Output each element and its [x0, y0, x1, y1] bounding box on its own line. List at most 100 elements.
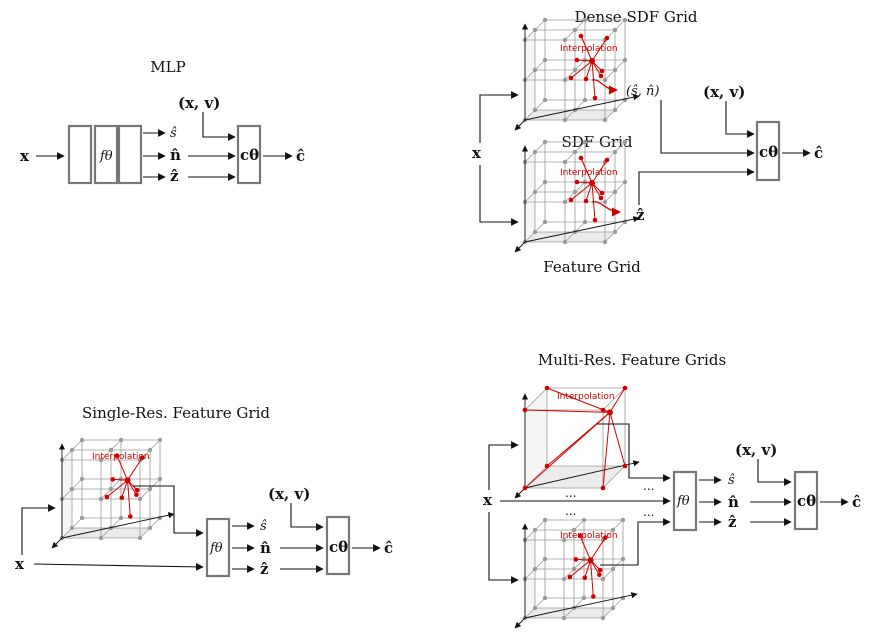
- multi-f-theta: fθ: [676, 494, 690, 509]
- axis-line: [514, 241, 526, 253]
- interpolation-edge: [570, 60, 593, 79]
- grid-vertex: [532, 27, 538, 33]
- dense-arrow-z-to-c: [638, 168, 755, 205]
- grid-vertex: [532, 189, 538, 195]
- grid-vertex: [562, 77, 568, 83]
- multi-xv: (x, v): [735, 441, 777, 459]
- mlp-arrow-xv: [202, 112, 236, 141]
- interpolation-node: [140, 455, 145, 461]
- interpolation-node: [522, 407, 528, 413]
- grid-vertex: [532, 149, 538, 155]
- mlp-xv: (x, v): [178, 94, 220, 112]
- axis-line: [514, 617, 526, 629]
- panel-dense-sdf: Dense SDF Grid Interpolation (ŝ, n̂) SDF…: [472, 8, 823, 276]
- grid-vertex: [69, 447, 75, 453]
- interpolation-node: [578, 155, 584, 161]
- grid-vertex: [600, 576, 606, 582]
- interpolation-node: [599, 68, 605, 74]
- interpolation-node: [583, 198, 589, 204]
- interpolation-node: [598, 73, 604, 79]
- grid-vertex: [157, 476, 163, 482]
- interpolation-node: [591, 594, 596, 599]
- grid-vertex: [622, 139, 628, 145]
- interpolation-node: [544, 385, 550, 391]
- multi-color-net: [793, 470, 819, 531]
- grid-vertex: [69, 525, 75, 531]
- grid-vertex: [532, 527, 538, 533]
- axis-line: [524, 216, 640, 243]
- grid-vertex: [582, 219, 588, 225]
- multi-coarse-interpolation-label: Interpolation: [557, 392, 615, 402]
- grid-vertex: [571, 527, 577, 533]
- grid-vertex: [572, 189, 578, 195]
- mlp-c-theta: cθ: [240, 146, 259, 164]
- grid-vertex: [612, 67, 618, 73]
- grid-vertex: [79, 437, 85, 443]
- interpolation-edge: [579, 535, 592, 561]
- dense-input-x: x: [472, 144, 482, 162]
- interpolation-edge: [584, 560, 592, 578]
- interpolation-edge: [524, 409, 610, 413]
- single-arrow-xv: [290, 503, 324, 531]
- interpolation-edge: [106, 479, 128, 498]
- grid-vertex: [147, 447, 153, 453]
- interpolation-edge: [570, 182, 593, 201]
- single-interpolation-label: Interpolation: [92, 452, 150, 462]
- query-point: [124, 477, 131, 484]
- grid-vertex: [561, 615, 567, 621]
- grid-vertex: [147, 525, 153, 531]
- grid-vertex: [610, 566, 616, 572]
- interpolation-edge: [609, 387, 626, 413]
- grid-vertex: [581, 517, 587, 523]
- interpolation-node: [119, 495, 125, 501]
- interpolation-node: [598, 195, 604, 201]
- multi-s-hat: ŝ: [728, 473, 735, 488]
- multi-ellipsis-1: ...: [565, 486, 576, 500]
- grid-vertex: [600, 615, 606, 621]
- grid-vertex: [612, 189, 618, 195]
- grid-vertex: [562, 199, 568, 205]
- query-point: [587, 557, 594, 564]
- single-arrow-feature: [133, 485, 204, 537]
- dense-sdf-grid-cube: [514, 17, 640, 131]
- grid-vertex: [561, 537, 567, 543]
- axis-line: [61, 512, 175, 539]
- grid-vertex: [118, 515, 124, 521]
- dense-z-hat: ẑ: [636, 206, 645, 224]
- interpolation-node: [600, 407, 606, 413]
- interpolation-edge: [116, 455, 129, 481]
- grid-vertex: [610, 527, 616, 533]
- grid-vertex: [581, 556, 587, 562]
- mlp-input-x: x: [20, 147, 30, 165]
- interpolation-node: [578, 33, 584, 39]
- grid-vertex: [137, 496, 143, 502]
- feature-grid-cube: [514, 139, 640, 253]
- grid-vertex: [542, 556, 548, 562]
- interpolation-node: [134, 492, 139, 498]
- interpolation-edge: [580, 35, 593, 62]
- grid-vertex: [147, 486, 153, 492]
- multi-res-fine-cube: [514, 517, 638, 629]
- interpolation-node: [568, 197, 574, 203]
- axis-line: [514, 487, 526, 499]
- grid-vertex: [79, 515, 85, 521]
- single-c-hat: ĉ: [384, 539, 393, 557]
- grid-vertex: [79, 476, 85, 482]
- grid-vertex: [98, 457, 104, 463]
- interpolation-edge: [121, 480, 129, 498]
- interpolation-node: [603, 535, 608, 540]
- axis-line: [524, 94, 640, 121]
- grid-vertex: [622, 57, 628, 63]
- single-xv: (x, v): [268, 485, 310, 503]
- interpolation-node: [574, 57, 580, 63]
- grid-vertex: [532, 67, 538, 73]
- grid-vertex: [542, 179, 548, 185]
- interpolation-node: [597, 572, 602, 578]
- multi-arrow-x-up: [488, 441, 519, 490]
- interpolation-edge: [585, 182, 593, 202]
- grid-vertex: [622, 179, 628, 185]
- grid-vertex: [622, 17, 628, 23]
- grid-vertex: [571, 566, 577, 572]
- grid-vertex: [562, 37, 568, 43]
- grid-line: [602, 465, 626, 489]
